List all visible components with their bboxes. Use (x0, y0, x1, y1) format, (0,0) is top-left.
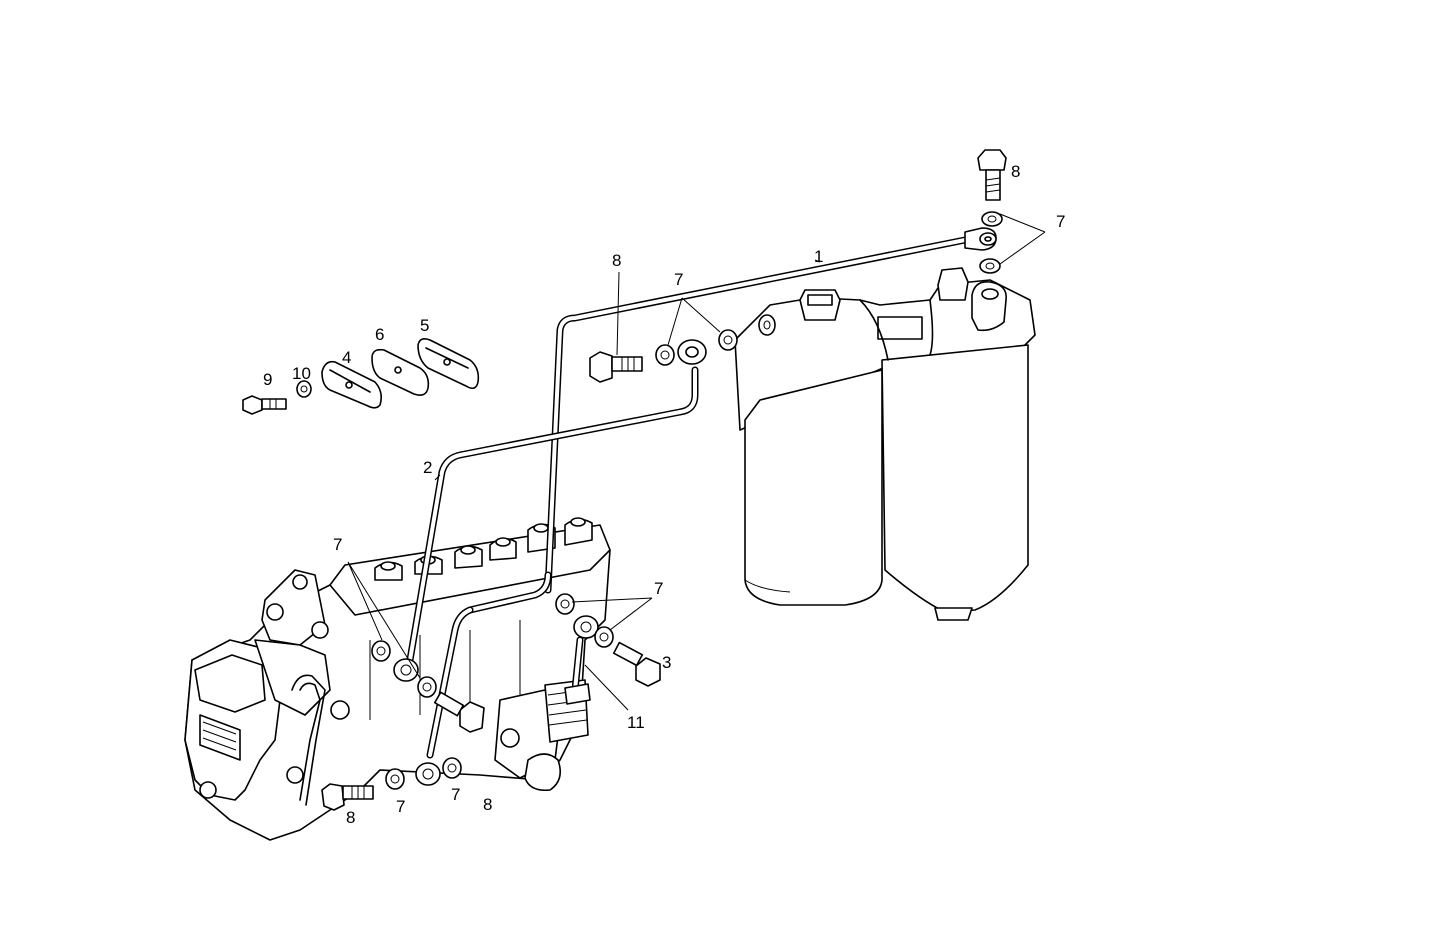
injection-pump (184, 517, 611, 841)
callout-7-top-right: 7 (1056, 212, 1065, 231)
leader-lines (347, 213, 1046, 711)
callout-4: 4 (342, 348, 351, 367)
callout-1: 1 (814, 247, 823, 266)
callout-8-bottom-left: 8 (346, 808, 355, 827)
callout-7-upper-middle: 7 (674, 270, 683, 289)
callout-labels: 1 2 3 4 5 6 7 7 7 7 7 7 8 8 8 8 9 10 11 (263, 162, 1065, 827)
fuel-pipe-2 (406, 366, 699, 664)
sealing-washers-7 (296, 211, 1003, 790)
pipe-clamps (242, 338, 480, 415)
fuel-pipe-11 (571, 636, 584, 694)
banjo-bolts-8 (321, 149, 1007, 811)
callout-3: 3 (662, 653, 671, 672)
callout-7-bottom-a: 7 (396, 797, 405, 816)
fuel-filter-assembly (734, 267, 1036, 621)
callout-9: 9 (263, 370, 272, 389)
callout-8-bottom-middle: 8 (483, 795, 492, 814)
callout-11: 11 (627, 713, 645, 732)
callout-7-pump-left: 7 (333, 535, 342, 554)
callout-7-pump-right: 7 (654, 579, 663, 598)
callout-2: 2 (423, 458, 432, 477)
fuel-pipe-1 (426, 236, 969, 759)
callout-10: 10 (292, 364, 311, 383)
callout-5: 5 (420, 316, 429, 335)
callout-8-top-right: 8 (1011, 162, 1020, 181)
callout-8-upper-middle: 8 (612, 251, 621, 270)
banjo-fittings (393, 227, 997, 786)
callout-6: 6 (375, 325, 384, 344)
bolt-3 (612, 641, 661, 687)
callout-7-bottom-b: 7 (451, 785, 460, 804)
